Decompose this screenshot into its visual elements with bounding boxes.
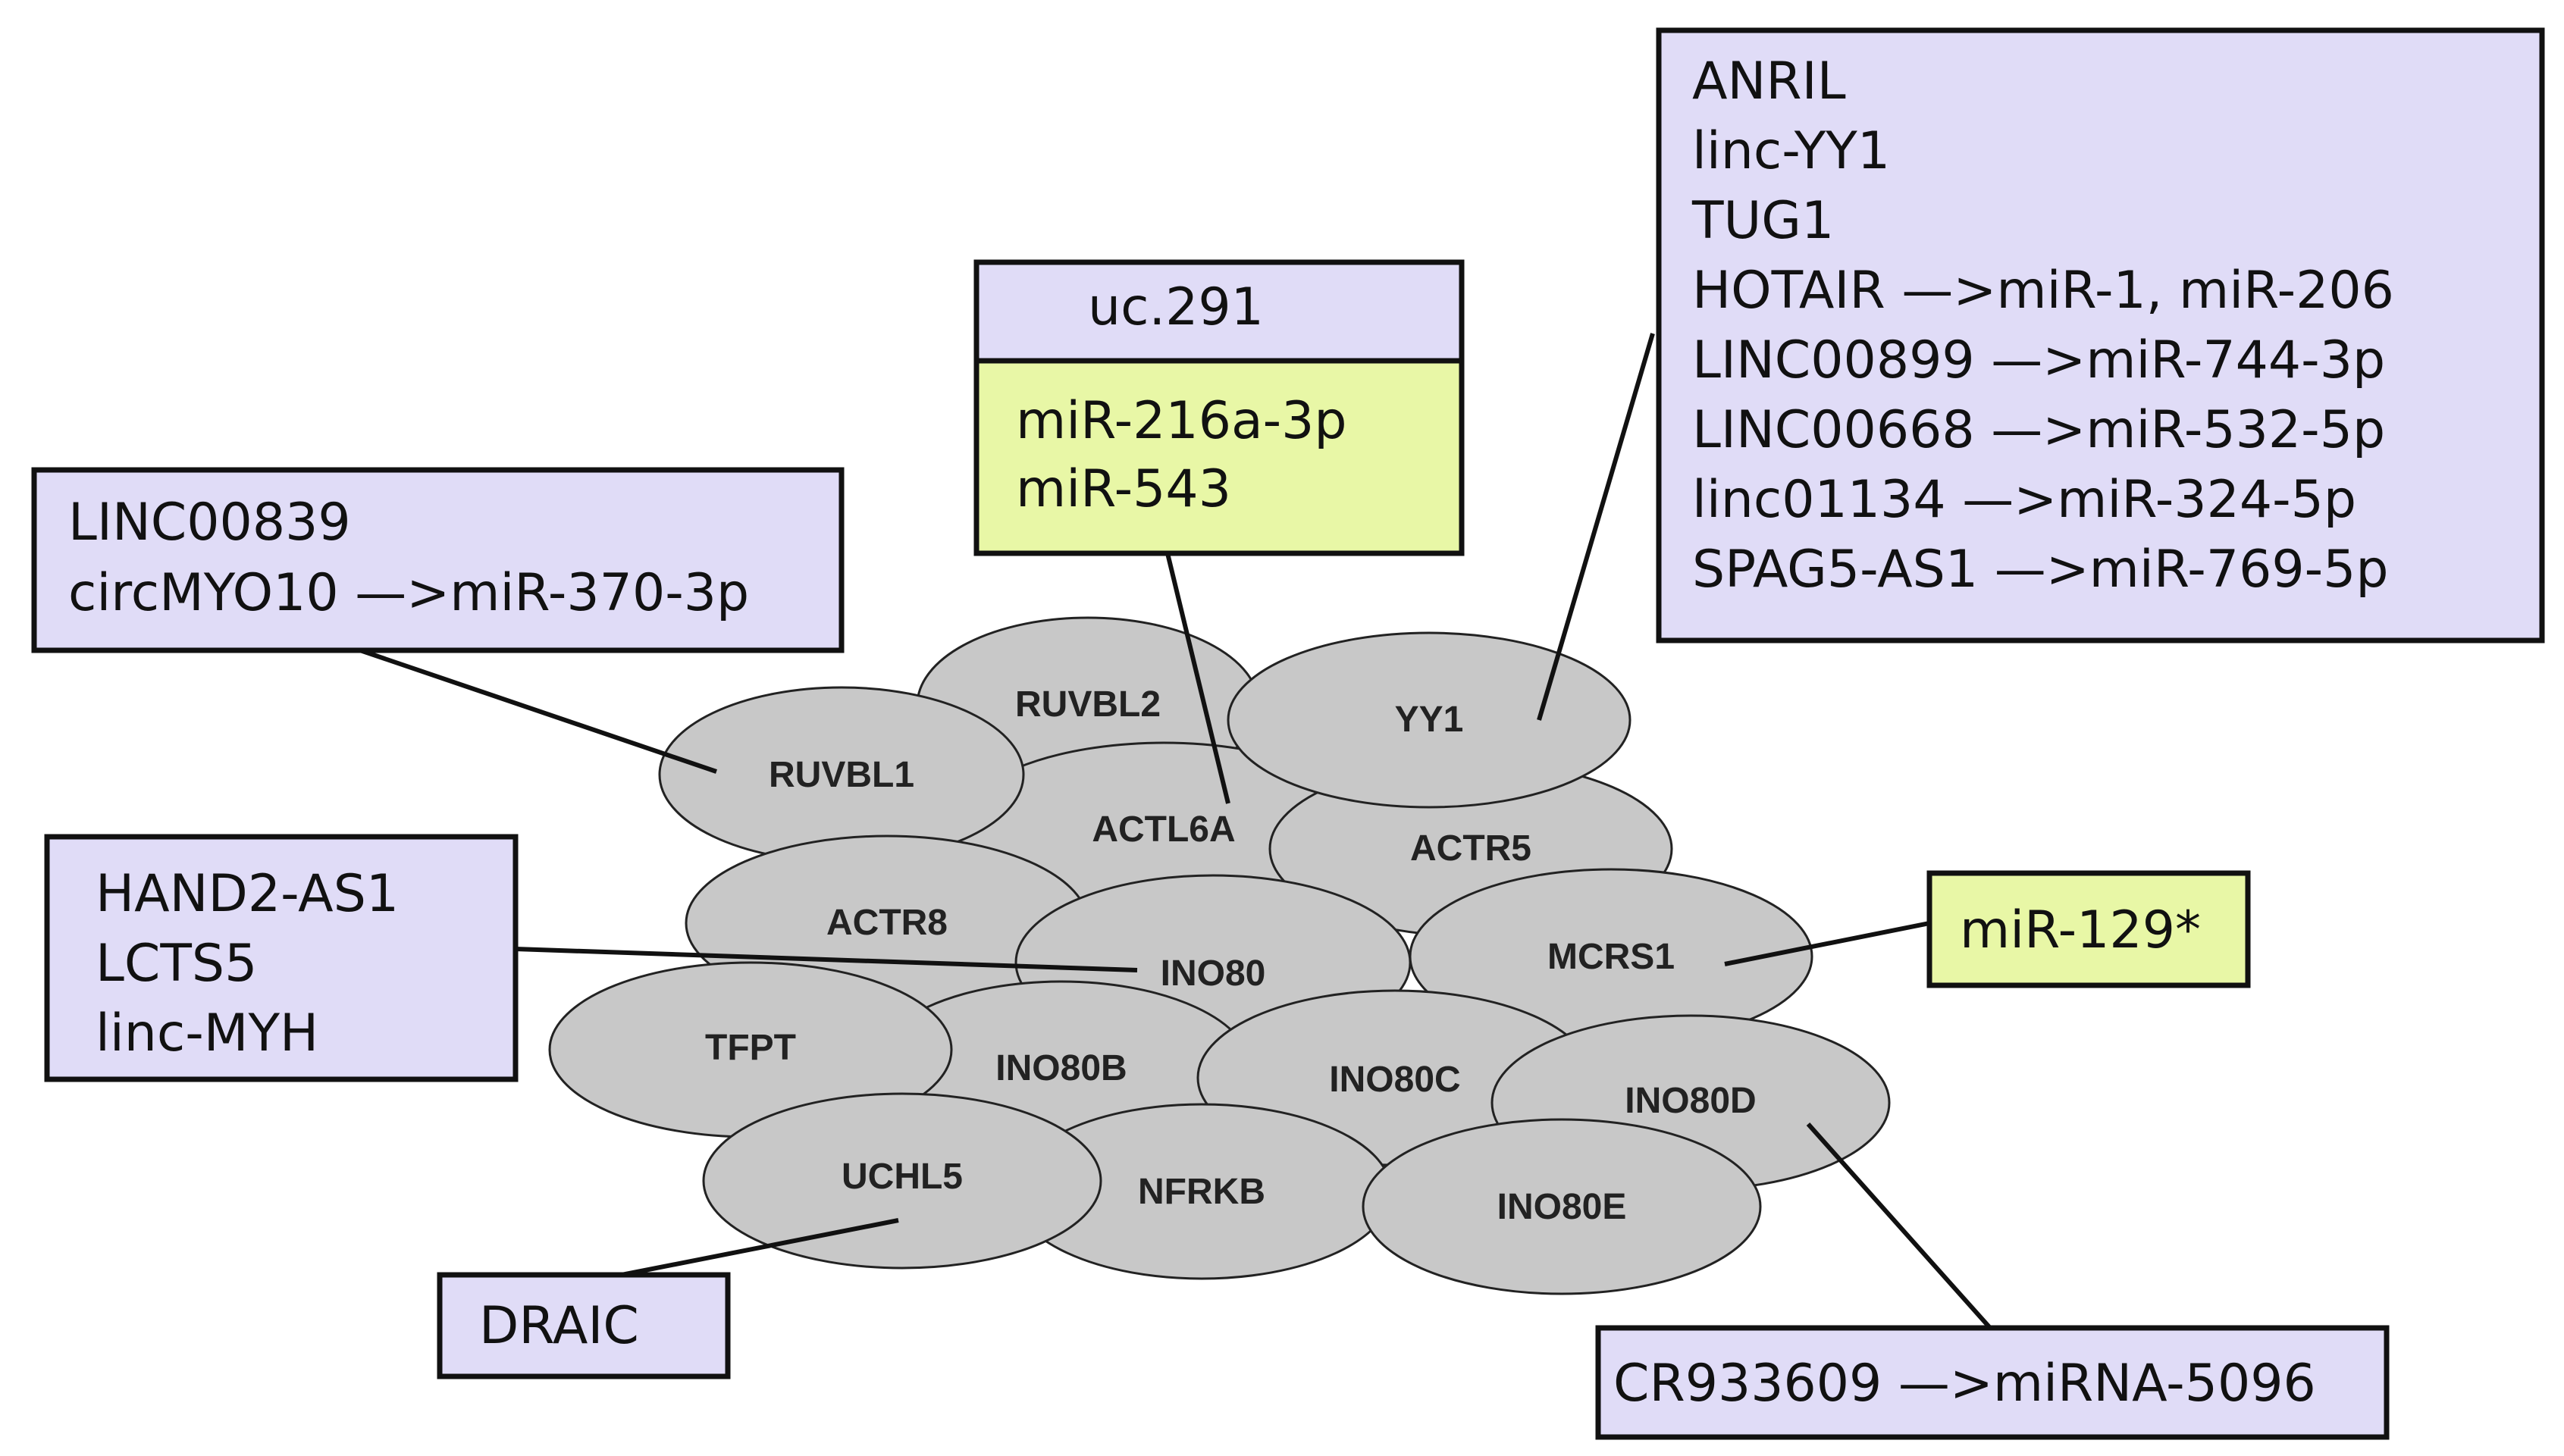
node-label: ACTL6A	[1092, 809, 1235, 850]
box-line: LINC00668 —>miR-532-5p	[1692, 400, 2385, 460]
node-ruvbl1: RUVBL1	[658, 686, 1025, 863]
box-line: TUG1	[1691, 191, 1834, 251]
box-line: miR-129*	[1960, 900, 2201, 960]
node-label: NFRKB	[1138, 1172, 1265, 1212]
box-line: linc-MYH	[96, 1004, 318, 1063]
box-uchl5: DRAIC	[437, 1272, 731, 1379]
box-line: LINC00899 —>miR-744-3p	[1692, 330, 2385, 390]
subunit-nodes: RUVBL2 ACTL6A RUVBL1 ACTR5 YY1 ACTR8 INO…	[548, 616, 1891, 1295]
node-tfpt: TFPT	[548, 961, 953, 1138]
node-ino80e: INO80E	[1362, 1118, 1762, 1295]
box-line: HAND2-AS1	[96, 864, 399, 924]
box-yy1: ANRIL linc-YY1 TUG1 HOTAIR —>miR-1, miR-…	[1656, 27, 2545, 643]
connector-ino80d	[1806, 1123, 1992, 1329]
connector-yy1	[1537, 333, 1655, 721]
node-label: INO80E	[1497, 1187, 1627, 1227]
node-label: MCRS1	[1547, 937, 1675, 977]
node-label: INO80	[1161, 953, 1266, 994]
connector-uchl5	[621, 1218, 899, 1277]
box-frame	[31, 467, 845, 653]
connectors	[359, 333, 1992, 1329]
box-mcrs1: miR-129*	[1926, 870, 2251, 988]
box-ino80: HAND2-AS1 LCTS5 linc-MYH	[44, 834, 519, 1082]
node-label: INO80C	[1329, 1060, 1460, 1100]
box-frame	[437, 1272, 731, 1379]
box-actl6a: uc.291 miR-216a-3p miR-543	[973, 259, 1465, 556]
node-label: INO80B	[995, 1048, 1127, 1088]
node-shape	[1227, 631, 1631, 809]
node-label: RUVBL2	[1015, 684, 1161, 725]
node-nfrkb: NFRKB	[1011, 1103, 1393, 1280]
box-line: circMYO10 —>miR-370-3p	[68, 563, 749, 623]
box-ruvbl1: LINC00839 circMYO10 —>miR-370-3p	[31, 467, 845, 653]
node-label: ACTR8	[826, 903, 948, 943]
annotation-boxes: LINC00839 circMYO10 —>miR-370-3p uc.291 …	[31, 27, 2545, 1440]
node-label: UCHL5	[842, 1157, 963, 1197]
box-frame	[1595, 1325, 2390, 1440]
box-line: ANRIL	[1692, 52, 1846, 111]
node-shape	[1362, 1118, 1762, 1295]
node-label: ACTR5	[1410, 828, 1531, 869]
box-ino80d: CR933609 —>miRNA-5096	[1595, 1325, 2390, 1440]
node-actl6a: ACTL6A	[954, 741, 1374, 919]
node-label: TFPT	[705, 1028, 796, 1068]
box-line: CR933609 —>miRNA-5096	[1613, 1354, 2316, 1414]
box-line: HOTAIR —>miR-1, miR-206	[1692, 261, 2394, 321]
connector-mcrs1	[1724, 921, 1930, 966]
node-yy1: YY1	[1227, 631, 1631, 809]
box-line: DRAIC	[479, 1296, 639, 1356]
box-line: linc-YY1	[1692, 121, 1890, 181]
box-frame	[1656, 27, 2545, 643]
box-line: miR-216a-3p	[1016, 391, 1347, 451]
box-line: LINC00839	[68, 493, 351, 553]
box-line: LCTS5	[96, 934, 257, 994]
node-label: YY1	[1395, 700, 1464, 740]
box-body-frame	[973, 358, 1465, 556]
box-line: miR-543	[1016, 459, 1231, 519]
node-shape	[702, 1092, 1102, 1270]
box-header-frame	[973, 259, 1465, 364]
node-uchl5: UCHL5	[702, 1092, 1102, 1270]
node-label: INO80D	[1625, 1081, 1756, 1121]
connector-actl6a	[1165, 553, 1230, 804]
box-frame	[44, 834, 519, 1082]
connector-ino80	[515, 947, 1138, 972]
box-header: uc.291	[1088, 277, 1264, 337]
box-line: linc01134 —>miR-324-5p	[1692, 470, 2356, 530]
connector-ruvbl1	[359, 648, 717, 774]
node-label: RUVBL1	[769, 755, 914, 795]
box-frame	[1926, 870, 2251, 988]
box-line: SPAG5-AS1 —>miR-769-5p	[1692, 540, 2389, 600]
